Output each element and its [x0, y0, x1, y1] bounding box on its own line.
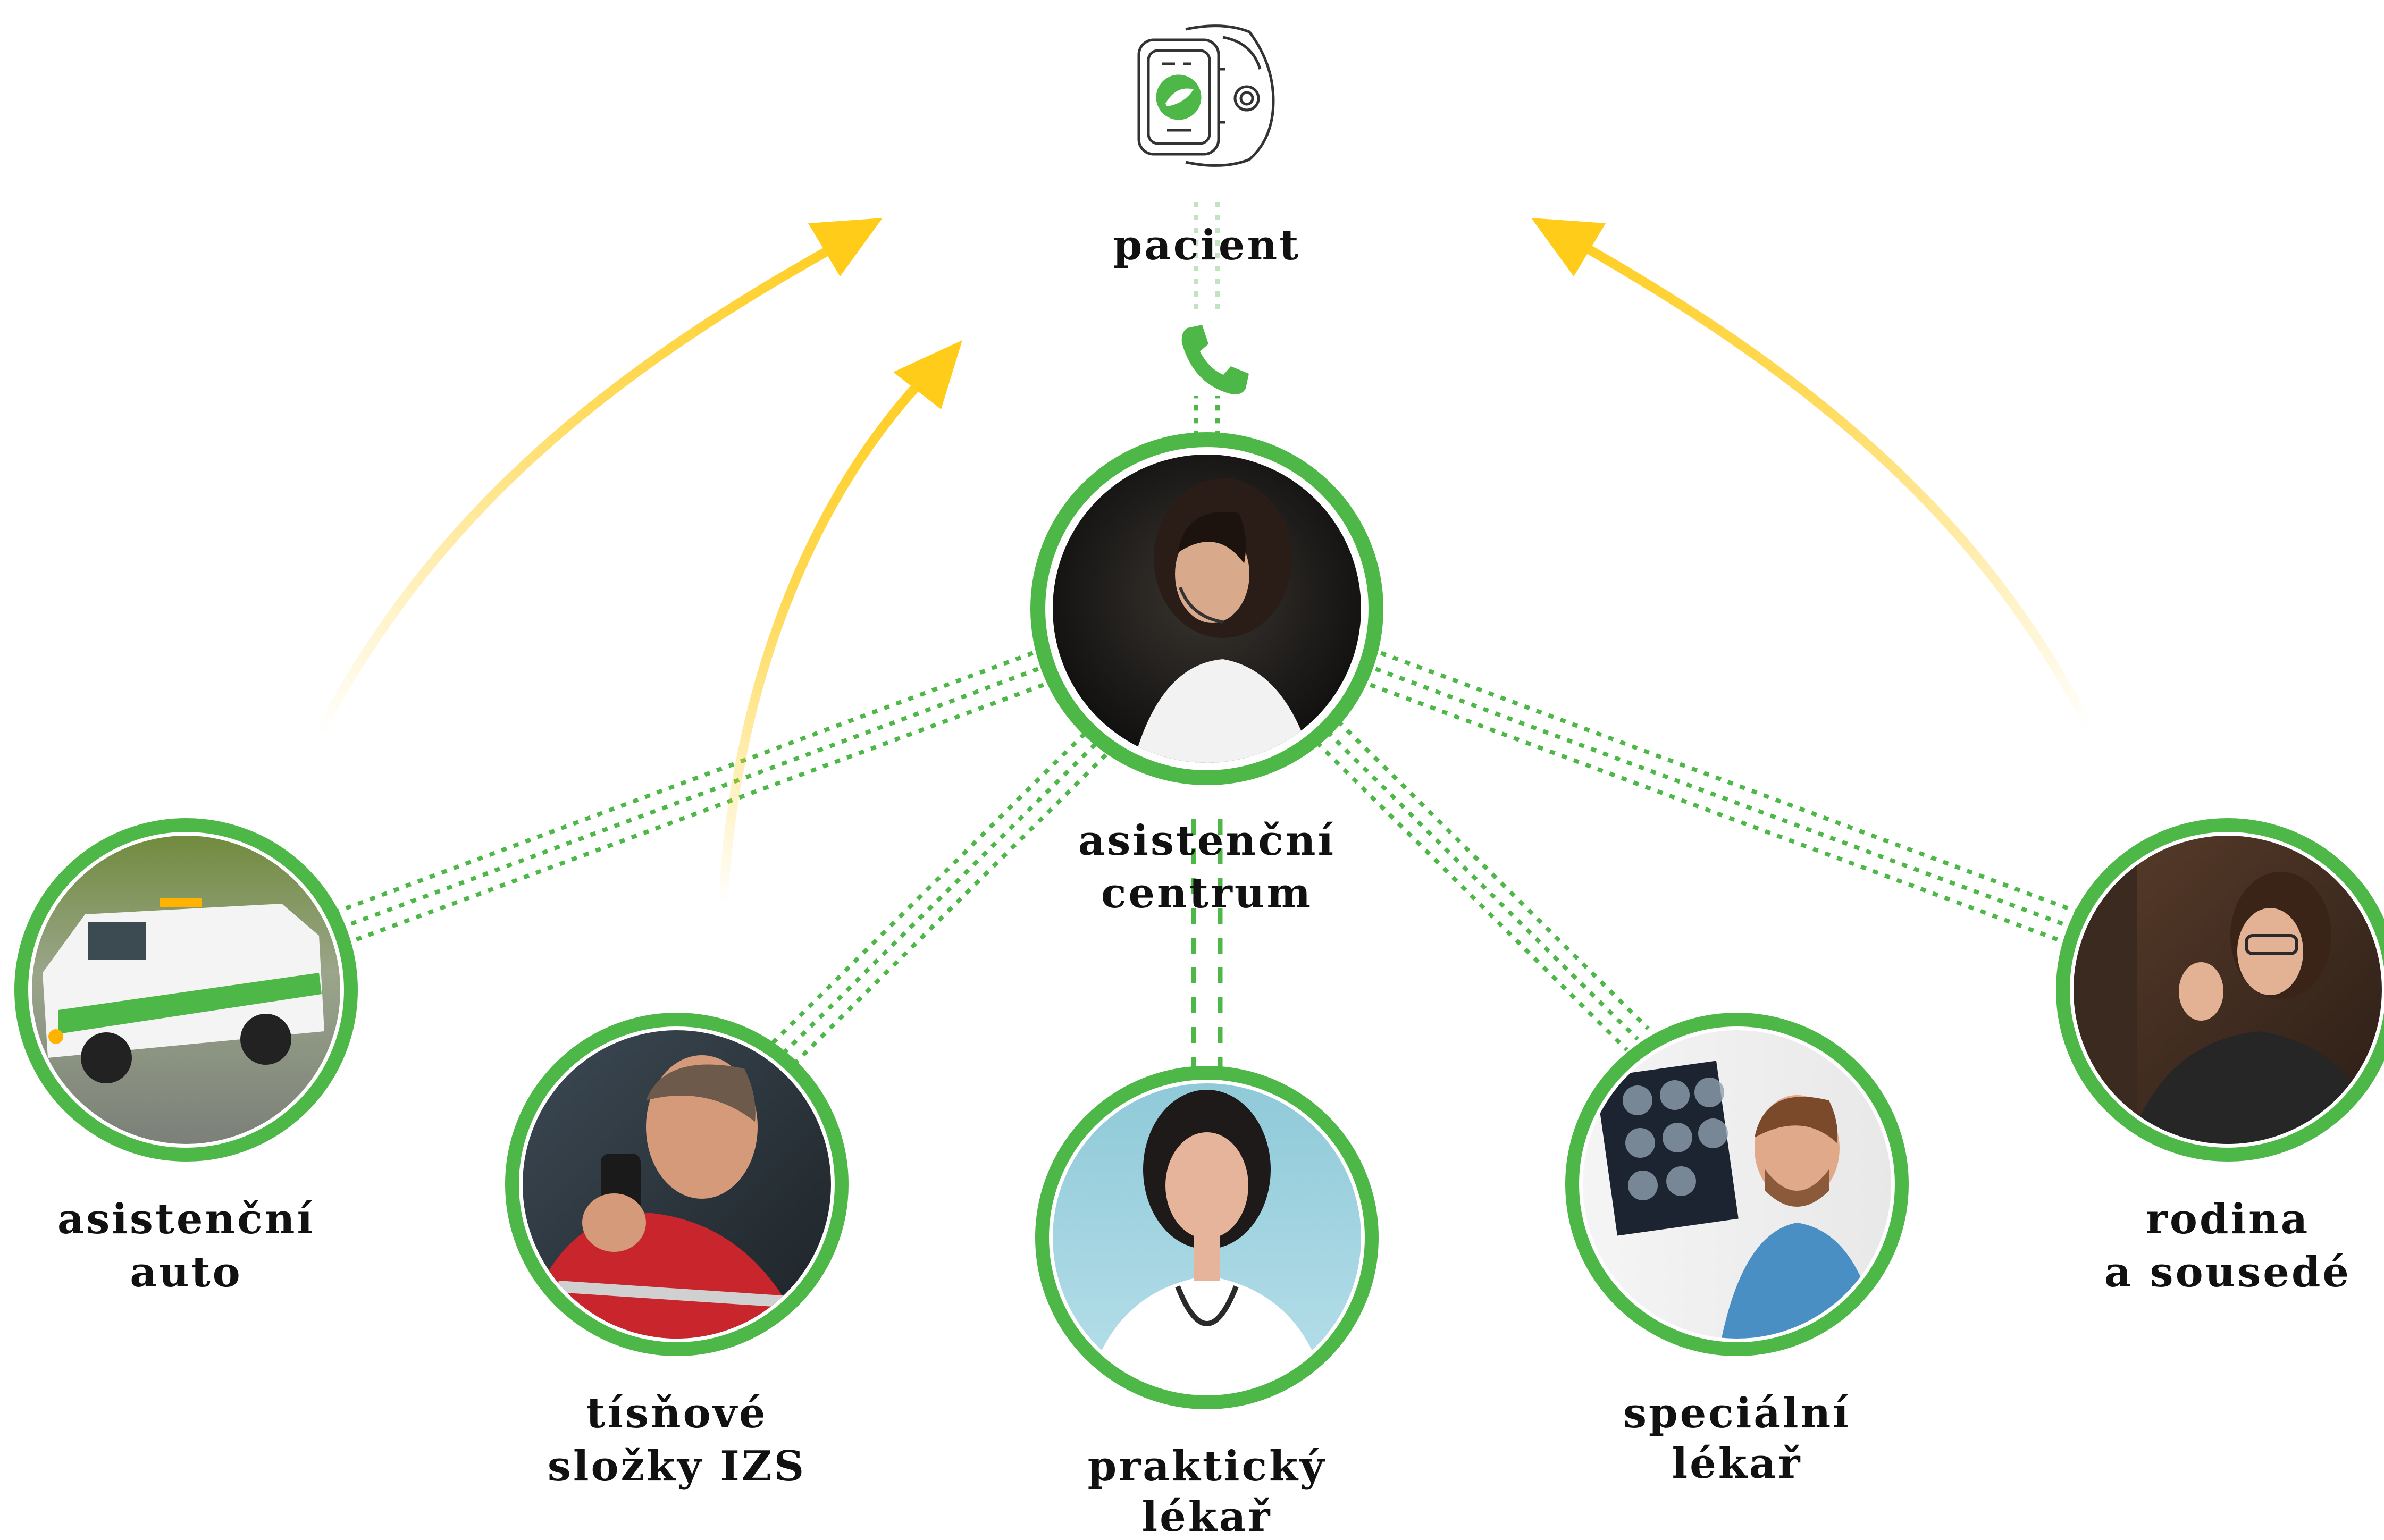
center-node — [1030, 432, 1383, 785]
arrow-auto-to-patient — [314, 245, 834, 738]
connection-center-gp — [1191, 819, 1223, 1079]
specialist-photo — [1583, 1030, 1891, 1339]
arrow-head-left — [808, 218, 883, 276]
specialist-label-line1: speciální — [1623, 1389, 1851, 1437]
arrow-head-right — [1531, 218, 1606, 276]
gp-label-line1: praktický — [1088, 1442, 1327, 1491]
connection-patient-center — [1194, 202, 1220, 449]
arrow-head-middle — [893, 340, 962, 409]
auto-label-line1: asistenční — [57, 1195, 315, 1243]
arrow-izs-to-patient — [718, 378, 925, 908]
center-photo — [1053, 455, 1361, 763]
center-label-line2: centrum — [1101, 869, 1313, 918]
family-photo — [2074, 836, 2382, 1144]
phone-icon — [1167, 316, 1249, 396]
family-label-line1: rodina — [2146, 1195, 2310, 1243]
auto-photo — [32, 836, 340, 1144]
izs-label-line1: tísňové — [586, 1389, 767, 1437]
node-family — [2056, 818, 2384, 1162]
connection-lines — [329, 202, 2085, 1079]
auto-label-line2: auto — [130, 1248, 242, 1297]
center-label-line1: asistenční — [1078, 817, 1336, 865]
connection-center-family — [1357, 646, 2085, 948]
patient-label: pacient — [1113, 221, 1301, 270]
connection-center-auto — [329, 646, 1056, 948]
family-label-line2: a sousedé — [2104, 1248, 2351, 1297]
connection-center-izs — [764, 732, 1107, 1073]
izs-label-line2: složky IZS — [548, 1442, 806, 1491]
node-auto — [14, 818, 358, 1162]
gp-label-line2: lékař — [1142, 1493, 1272, 1540]
gp-photo — [1053, 1083, 1361, 1392]
node-gp — [1035, 1066, 1379, 1409]
izs-photo — [523, 1030, 831, 1339]
arrows-to-patient — [314, 218, 2094, 908]
node-izs — [505, 1013, 849, 1356]
node-specialist — [1565, 1013, 1909, 1356]
smartwatch-icon — [1137, 24, 1275, 167]
specialist-label-line2: lékař — [1672, 1440, 1802, 1488]
connection-center-specialist — [1306, 711, 1650, 1051]
arrow-family-to-patient — [1585, 245, 2094, 733]
